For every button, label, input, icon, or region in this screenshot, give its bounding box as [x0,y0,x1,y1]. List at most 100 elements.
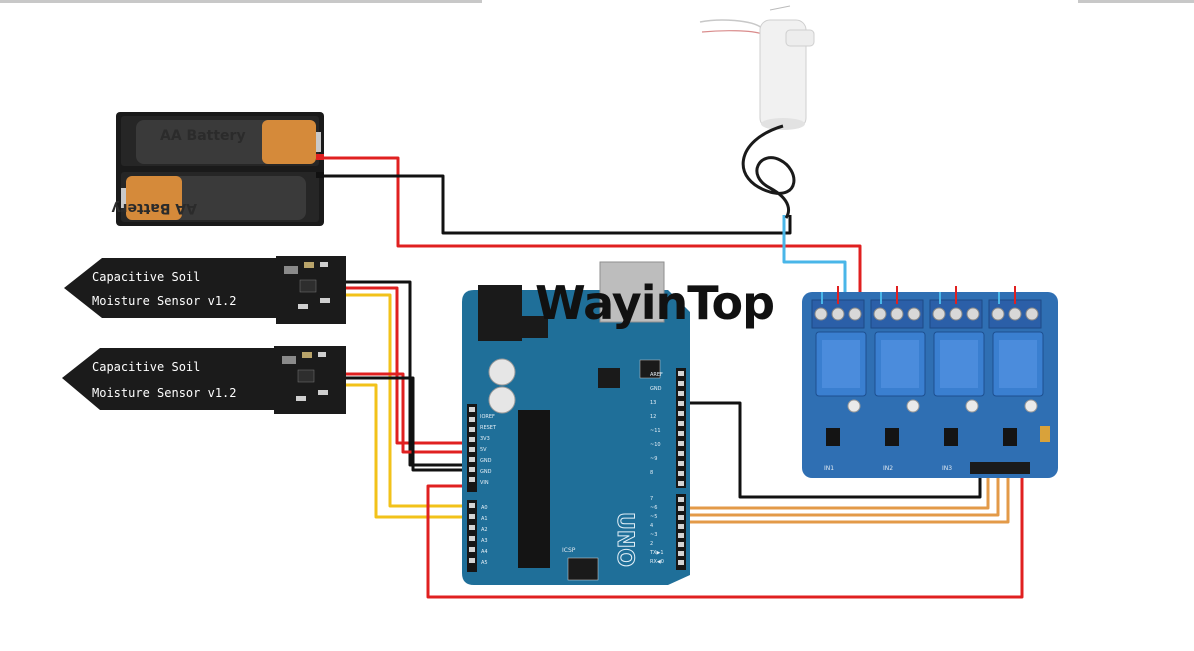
analog-pin-label: A5 [481,560,488,566]
header-pin [469,536,475,541]
power-pin-label: 5V [480,447,487,453]
header-pin [678,542,684,547]
terminal-screw [991,307,1005,321]
relay-in3-orange-wire [684,475,1010,524]
battery-cell-1-label: AA Battery [160,128,246,144]
header-pin [678,506,684,511]
header-pin [678,371,684,376]
digital-pin-label: AREF [650,372,663,378]
digital-pin-label: ~11 [650,428,661,434]
header-pin [678,471,684,476]
power-pin-label: 3V3 [480,436,490,442]
relay-channel: IN3 [929,286,985,472]
digital-pin-label: 13 [650,400,656,406]
battery-red-wire [322,156,862,305]
relay-label-plate [822,340,860,388]
header-pin [678,401,684,406]
soil-sensor-2-line2: Moisture Sensor v1.2 [92,386,237,400]
soil-sensor-1-line1: Capacitive Soil [92,270,200,284]
relay-label-plate [881,340,919,388]
terminal-screw [907,307,921,321]
header-pins [469,371,684,565]
optocoupler [826,428,840,446]
water-pump [699,5,815,219]
header-pin [678,497,684,502]
relay-channel: IN2 [870,286,926,472]
header-pin [469,514,475,519]
header-pin [469,477,475,482]
digital-pin-label: 8 [650,470,653,476]
wayintop-logo: WayinTop [535,276,775,330]
analog-pin-label: A4 [481,549,488,555]
header-pin [678,441,684,446]
header-pin [678,431,684,436]
header-pin [469,457,475,462]
header-pin [469,407,475,412]
sensor1-black-wire [345,280,475,467]
uno-label: UNO [612,512,637,567]
relay-channel: IN1 [811,286,867,472]
header-pin [678,381,684,386]
relay-in1-orange-wire [684,475,990,510]
sensor2-black-wire [345,376,475,472]
header-pin [678,551,684,556]
header-pin [678,461,684,466]
jumper [1040,426,1050,442]
pump-blue-wire [782,215,847,305]
usb-port [599,261,665,323]
wires [322,156,1024,599]
battery-cell-2: AA Battery [111,176,306,220]
header-pin [469,437,475,442]
icsp-label: ICSP [562,547,576,554]
digital-pin-label: 7 [650,496,653,502]
icsp-header [567,557,599,581]
indicator-led [1024,399,1038,413]
digital-pin-label: 12 [650,414,656,420]
header-pin [678,451,684,456]
digital-header-lower [676,494,686,570]
header-pin [469,525,475,530]
relay-input-header [970,462,1030,474]
terminal-screw [814,307,828,321]
analog-pin-label: A0 [481,505,488,511]
header-pin [469,417,475,422]
relay-label-plate [999,340,1037,388]
battery-cell-2-label: AA Battery [111,200,197,216]
soil-sensor-2: Capacitive Soil Moisture Sensor v1.2 [62,346,346,414]
header-pin [678,411,684,416]
terminal-screw [890,307,904,321]
capacitor [488,386,516,414]
power-jack [478,285,522,341]
terminal-screw [949,307,963,321]
capacitor [488,358,516,386]
header-pin [469,547,475,552]
power-pin-label: RESET [480,425,497,431]
header-pin [469,427,475,432]
relay-module: IN1IN2IN3IN4 [802,286,1058,478]
analog-pin-label: A3 [481,538,488,544]
header-pin [678,533,684,538]
soil-sensor-1-line2: Moisture Sensor v1.2 [92,294,237,308]
top-rule-right [1078,0,1194,3]
relay-channel-label: IN3 [942,465,952,472]
header-pin [678,515,684,520]
soil-sensor-2-line1: Capacitive Soil [92,360,200,374]
power-pin-label: VIN [480,480,489,486]
optocoupler [885,428,899,446]
terminal-screw [1025,307,1039,321]
terminal-screw [966,307,980,321]
relay-in2-orange-wire [684,475,1000,517]
digital-pin-label: ~5 [650,514,657,520]
digital-pin-label: ~10 [650,442,661,448]
analog-pin-label: A1 [481,516,488,522]
relay-vcc-red-wire [426,475,1024,599]
terminal-screw [873,307,887,321]
sensor2-red-wire [345,372,475,454]
header-pin [678,391,684,396]
indicator-led [965,399,979,413]
optocoupler [944,428,958,446]
relay-label-plate [940,340,978,388]
header-pin [678,421,684,426]
sensor1-red-wire [345,286,475,445]
